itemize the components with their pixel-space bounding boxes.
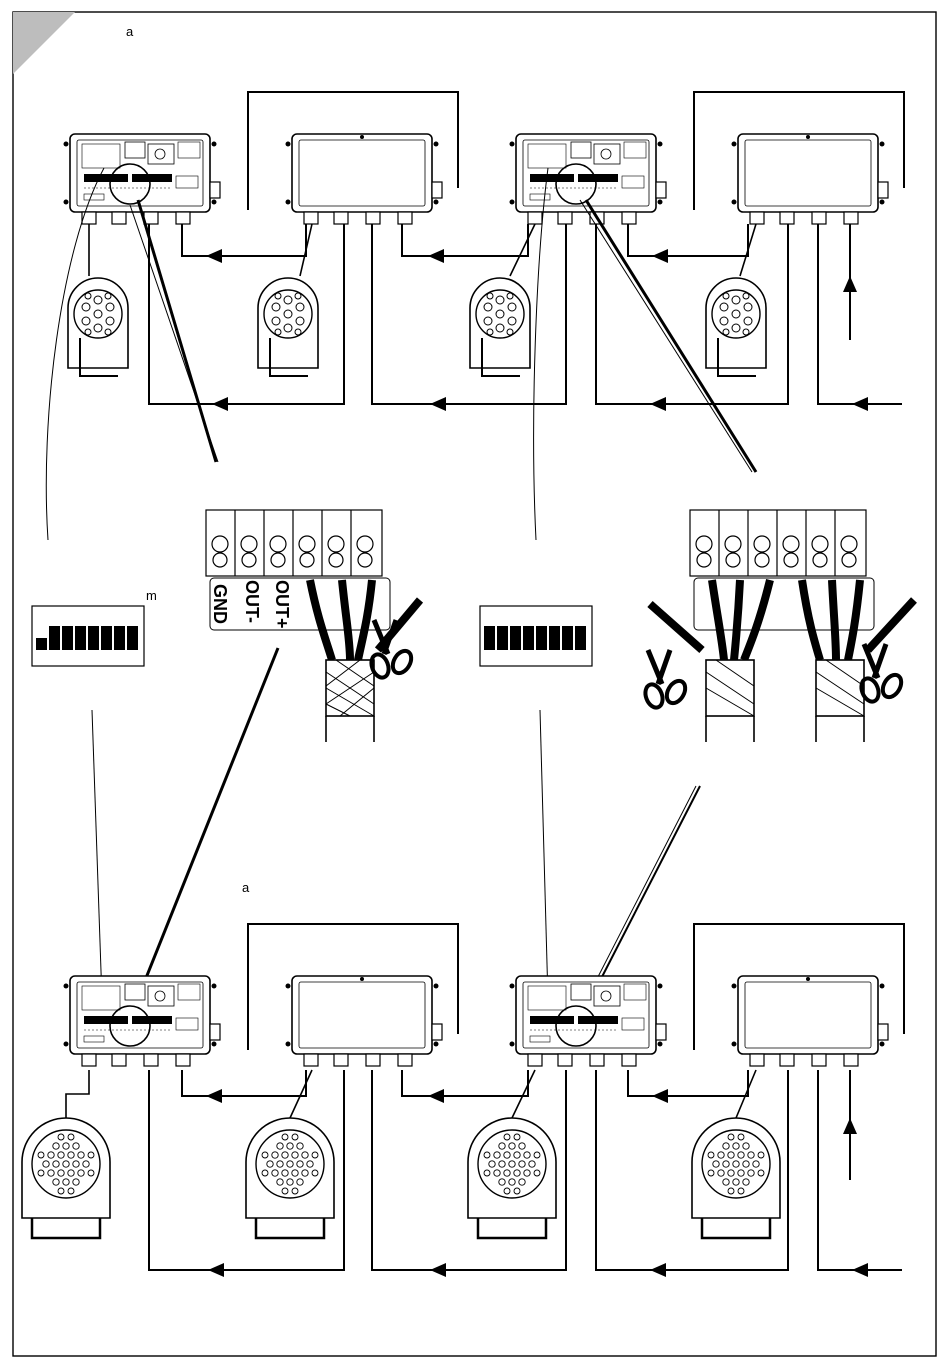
luminaire-small-1: [68, 278, 128, 376]
luminaire-large-4: [692, 1118, 780, 1238]
control-box-3: [64, 976, 221, 1066]
terminal-label-out-plus: OUT+: [272, 580, 292, 629]
label-m: m: [146, 588, 157, 603]
label-a-bottom: a: [242, 880, 250, 895]
dip-lever-on: [36, 626, 47, 638]
leader-lines-bottom: [92, 648, 700, 1008]
terminal-label-out-minus: OUT-: [242, 580, 262, 623]
luminaire-large-3: [468, 1118, 556, 1238]
luminaire-small-2: [258, 278, 318, 376]
dip-switch-left: [32, 606, 144, 666]
luminaire-small-3: [470, 278, 530, 376]
terminal-detail-right: [642, 510, 914, 742]
junction-box-2: [732, 134, 889, 224]
terminal-label-gnd: GND: [210, 584, 230, 624]
terminal-detail-left: GND OUT- OUT+: [206, 510, 420, 742]
junction-box-1: [286, 134, 443, 224]
luminaire-small-4: [706, 278, 766, 376]
junction-box-3: [286, 976, 443, 1066]
junction-box-4: [732, 976, 889, 1066]
luminaire-large-1: [22, 1118, 110, 1238]
label-a-top: a: [126, 24, 134, 39]
control-box-4: [510, 976, 667, 1066]
luminaire-large-2: [246, 1118, 334, 1238]
control-box-2: [510, 134, 667, 224]
corner-tab: [13, 12, 75, 74]
dip-switch-right: [480, 606, 592, 666]
